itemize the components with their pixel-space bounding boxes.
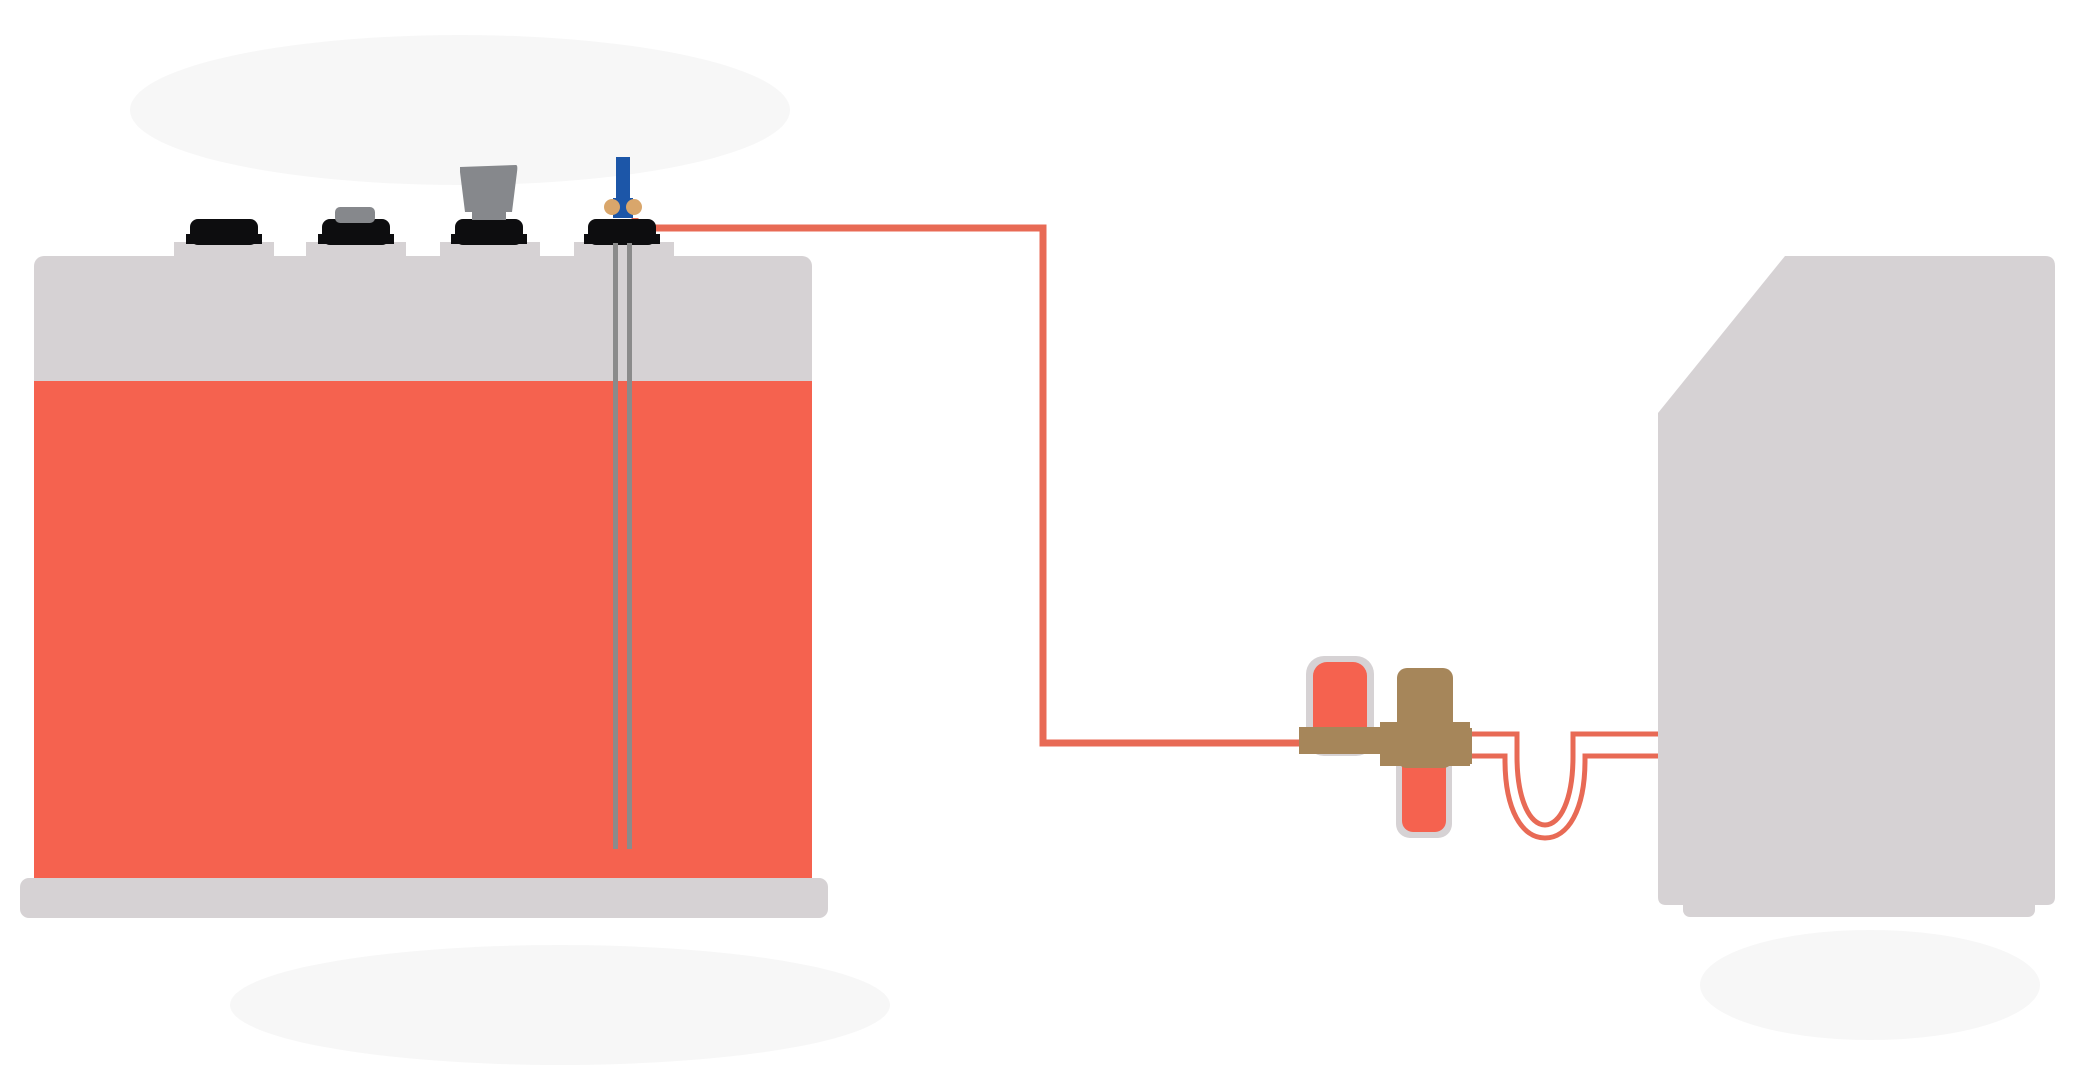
fitting-plinth-3 (440, 242, 540, 258)
oil-storage-tank (20, 157, 828, 918)
fuel-level (34, 381, 812, 879)
valve-nut-right (626, 199, 642, 215)
gauge-cap (318, 207, 394, 245)
filter-head (1397, 668, 1453, 768)
vent-mushroom (460, 165, 518, 212)
boiler-feed-pipes (1472, 731, 1660, 841)
outlet-valve (584, 157, 660, 245)
suction-tube-1 (613, 243, 618, 849)
boiler-unit (1658, 256, 2055, 917)
fitting-plinth-4 (574, 242, 674, 258)
valve-nut-left (604, 199, 620, 215)
filter-outlet (1460, 728, 1472, 764)
boiler-shadow (1700, 930, 2040, 1040)
tank-base (20, 878, 828, 918)
suction-tube-2 (627, 243, 632, 849)
cloud-shadow (130, 35, 790, 185)
oil-filter-valve (1299, 656, 1472, 838)
filter-inlet-bar (1299, 727, 1385, 754)
gauge-knob (335, 207, 375, 223)
valve-handle (616, 157, 630, 205)
tank-shadow (230, 945, 890, 1065)
feed-pipe-inner (1472, 753, 1660, 841)
suction-tubes (613, 243, 632, 849)
fitting-plinth-1 (174, 242, 274, 258)
fitting-plinth-2 (306, 242, 406, 258)
boiler-body (1658, 256, 2055, 905)
fill-cap (186, 219, 262, 245)
feed-pipe-outer (1472, 731, 1660, 828)
vent-cap (451, 165, 527, 245)
ground-shadows (130, 35, 2040, 1065)
